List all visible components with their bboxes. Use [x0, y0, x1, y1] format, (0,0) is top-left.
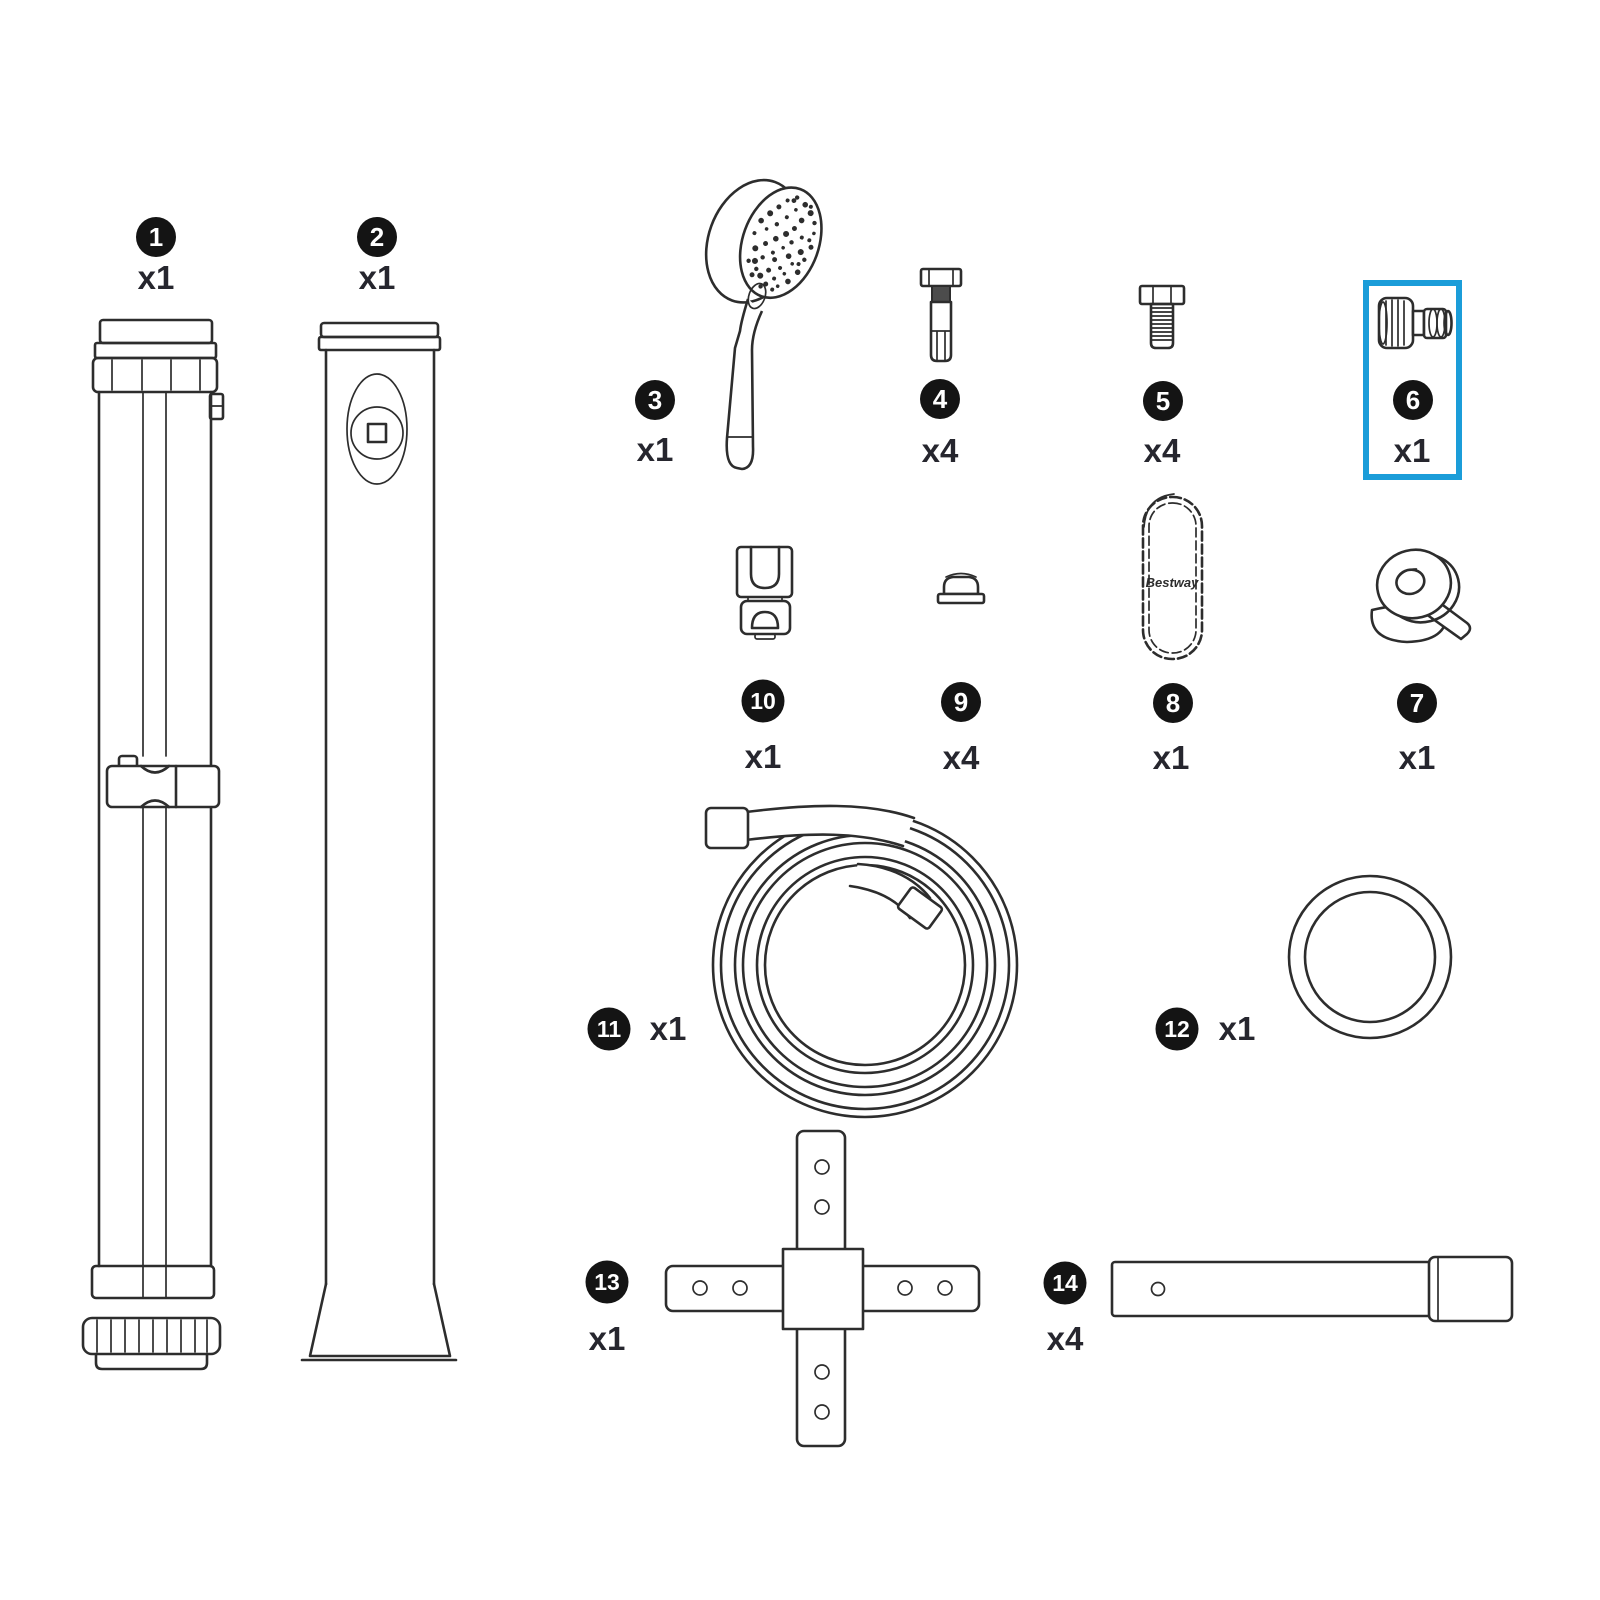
qty-part-10: x1: [745, 738, 782, 775]
part-11-hose: [704, 804, 1019, 1119]
svg-text:9: 9: [954, 687, 968, 717]
part-14-base-leg: [1110, 1255, 1514, 1323]
svg-text:5: 5: [1156, 386, 1170, 416]
qty-part-5: x4: [1144, 432, 1181, 469]
svg-text:8: 8: [1166, 688, 1180, 718]
qty-part-6: x1: [1394, 432, 1431, 469]
badge-part-5: 5: [1143, 381, 1183, 421]
svg-text:3: 3: [648, 385, 662, 415]
badge-part-3: 3: [635, 380, 675, 420]
badge-part-10: 10: [741, 679, 785, 723]
badge-part-14: 14: [1043, 1261, 1087, 1305]
badge-part-6: 6: [1393, 380, 1433, 420]
part-1-tank-column: [81, 318, 225, 1371]
badge-part-1: 1: [136, 217, 176, 257]
qty-part-1: x1: [138, 259, 175, 296]
svg-text:7: 7: [1410, 688, 1424, 718]
svg-text:11: 11: [597, 1016, 622, 1042]
badge-part-9: 9: [941, 682, 981, 722]
qty-part-3: x1: [637, 431, 674, 468]
svg-text:2: 2: [370, 222, 384, 252]
svg-text:10: 10: [750, 688, 776, 714]
part-13-cross-base: [664, 1129, 981, 1448]
svg-text:6: 6: [1406, 385, 1420, 415]
part-12-o-ring: [1287, 874, 1453, 1040]
svg-text:1: 1: [149, 222, 163, 252]
part-9-cap-nut: [936, 572, 986, 605]
qty-part-9: x4: [943, 739, 980, 776]
qty-part-11: x1: [650, 1010, 687, 1047]
part-6-hose-adapter: [1377, 296, 1453, 350]
part-8-strap: Bestway: [1141, 493, 1204, 661]
part-7-thread-seal-tape: [1370, 548, 1472, 644]
svg-text:14: 14: [1052, 1270, 1078, 1296]
part-2-shower-column: [300, 321, 458, 1362]
qty-part-7: x1: [1399, 739, 1436, 776]
badge-part-8: 8: [1153, 683, 1193, 723]
part-4-square-neck-bolt: [919, 267, 963, 363]
badge-part-2: 2: [357, 217, 397, 257]
qty-part-2: x1: [359, 259, 396, 296]
badge-part-7: 7: [1397, 683, 1437, 723]
qty-part-12: x1: [1219, 1010, 1256, 1047]
part-10-shower-head-holder: [735, 545, 794, 640]
qty-part-4: x4: [922, 432, 959, 469]
svg-text:4: 4: [933, 384, 948, 414]
highlight-box: [1363, 280, 1462, 480]
svg-text:13: 13: [594, 1269, 620, 1295]
badge-part-11: 11: [587, 1007, 631, 1051]
spray-dots: [746, 195, 817, 292]
badge-part-4: 4: [920, 379, 960, 419]
strap-brand-label: Bestway: [1146, 575, 1200, 590]
part-5-hex-bolt: [1138, 284, 1186, 350]
part-3-shower-head: [704, 178, 823, 471]
qty-part-8: x1: [1153, 739, 1190, 776]
badge-part-12: 12: [1155, 1007, 1199, 1051]
svg-text:12: 12: [1164, 1016, 1190, 1042]
badge-part-13: 13: [585, 1260, 629, 1304]
qty-part-13: x1: [589, 1320, 626, 1357]
qty-part-14: x4: [1047, 1320, 1084, 1357]
